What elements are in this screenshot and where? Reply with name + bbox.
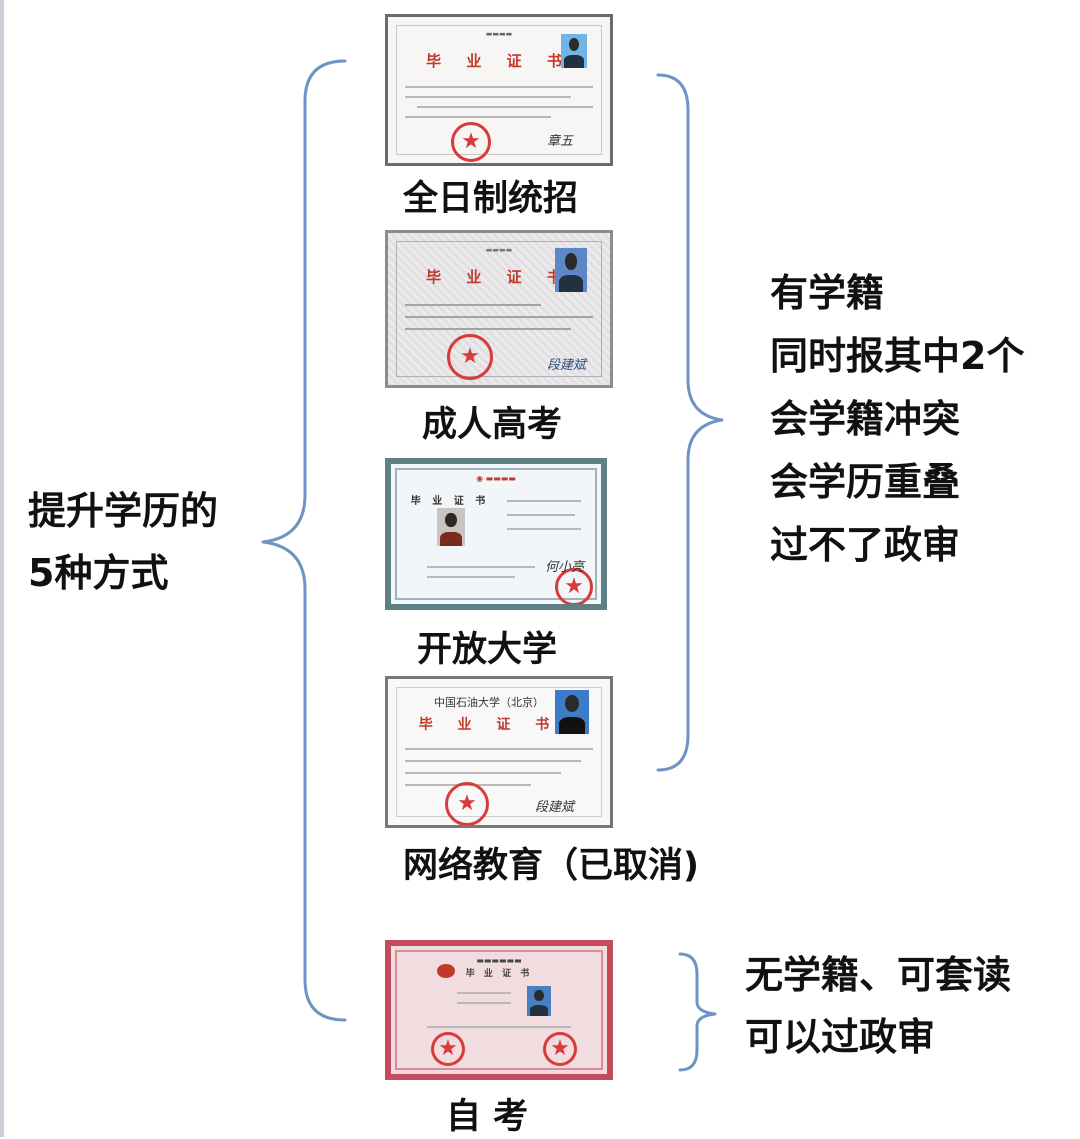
logo-icon	[437, 964, 455, 978]
seal-icon	[543, 1032, 577, 1066]
photo-icon	[555, 248, 587, 292]
seal-icon	[445, 782, 489, 825]
certificate-image-3: ◉ ▬▬▬▬ 毕 业 证 书 何小亮	[385, 458, 607, 610]
photo-icon	[561, 34, 587, 68]
photo-icon	[527, 986, 551, 1016]
left-title-line1: 提升学历的	[28, 489, 219, 533]
certificate-1-caption: 全日制统招	[403, 179, 579, 219]
certificate-image-2: ▬▬▬▬ 毕 业 证 书 段建斌	[385, 230, 613, 388]
certificate-4-school: 中国石油大学（北京）	[434, 696, 544, 709]
note-pass-review: 可以过政审	[745, 1015, 936, 1059]
group2-notes: 无学籍、可套读 可以过政审	[745, 944, 1011, 1068]
right-brace-lower	[678, 952, 717, 1072]
certificate-4-title: 毕 业 证 书	[418, 717, 560, 733]
certificate-2-caption: 成人高考	[422, 405, 563, 445]
right-brace-upper	[656, 73, 724, 772]
left-edge-line	[0, 0, 4, 1137]
photo-icon	[437, 508, 465, 546]
certificate-3-caption: 开放大学	[417, 630, 558, 670]
seal-icon	[447, 334, 493, 380]
note-degree-overlap: 会学历重叠	[770, 460, 961, 504]
certificate-image-5: ▬▬▬▬▬▬ 毕 业 证 书	[385, 940, 613, 1080]
certificate-2-title: 毕 业 证 书	[426, 268, 572, 286]
seal-icon	[451, 122, 491, 162]
group1-notes: 有学籍 同时报其中2个 会学籍冲突 会学历重叠 过不了政审	[770, 262, 1024, 577]
certificate-5-caption: 自 考	[446, 1097, 529, 1137]
left-title-line2: 5种方式	[28, 551, 169, 595]
note-has-enrollment: 有学籍	[770, 271, 885, 315]
certificate-5-title: 毕 业 证 书	[465, 969, 533, 979]
certificate-3-title: 毕 业 证 书	[410, 496, 490, 507]
note-fail-review: 过不了政审	[770, 523, 961, 567]
certificate-1-title: 毕 业 证 书	[426, 52, 572, 70]
photo-icon	[555, 690, 589, 734]
note-apply-two: 同时报其中2个	[770, 334, 1025, 378]
left-title: 提升学历的 5种方式	[28, 480, 218, 604]
left-brace	[261, 59, 347, 1022]
seal-icon	[555, 568, 593, 604]
certificate-4-caption: 网络教育（已取消)	[403, 846, 699, 886]
note-enrollment-conflict: 会学籍冲突	[770, 397, 961, 441]
certificate-image-1: ▬▬▬▬ 毕 业 证 书 章五	[385, 14, 613, 166]
certificate-image-4: 中国石油大学（北京） 毕 业 证 书 段建斌	[385, 676, 613, 828]
seal-icon	[431, 1032, 465, 1066]
note-no-enrollment: 无学籍、可套读	[745, 953, 1012, 997]
